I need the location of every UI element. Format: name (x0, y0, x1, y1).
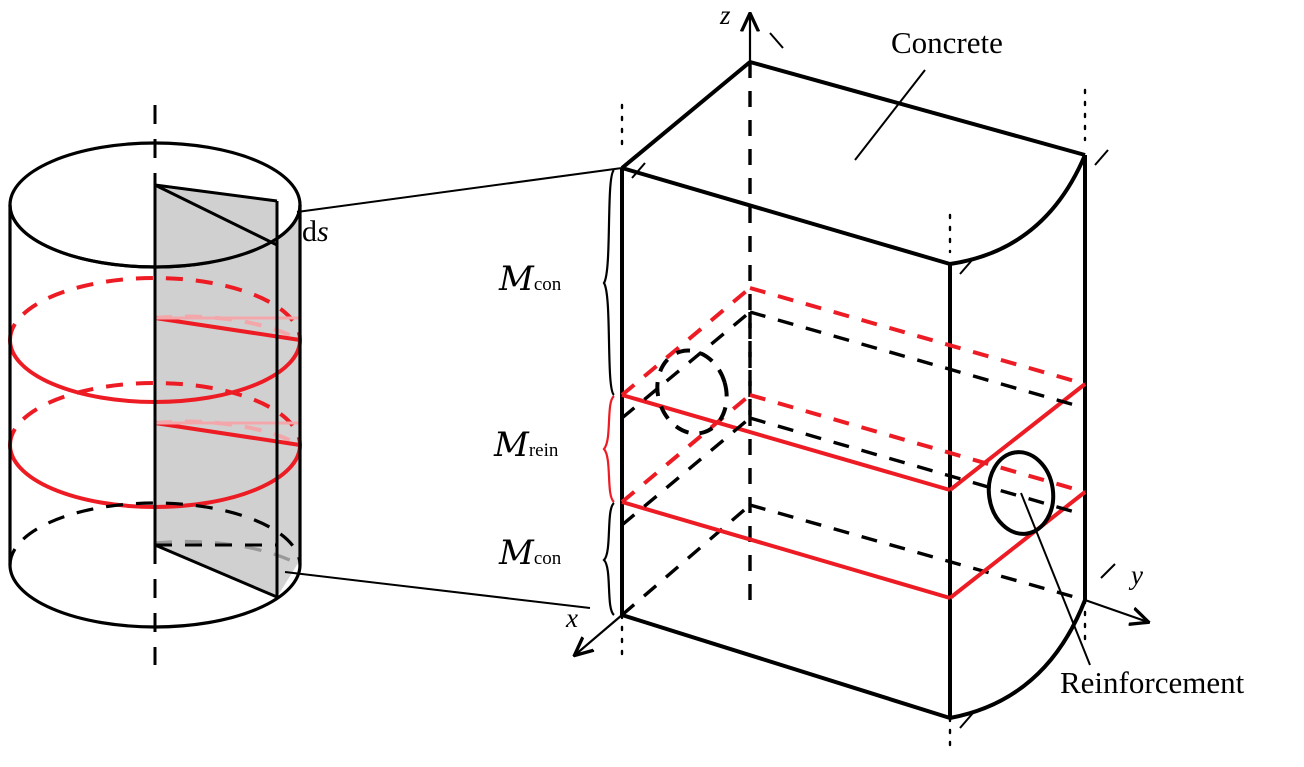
rein-lower-front-edge (621, 500, 951, 600)
rein-upper-right-edge (948, 382, 1087, 492)
cylinder-group (8, 105, 302, 665)
measure-rein-subscript: rein (528, 440, 559, 461)
ds-label-s: s (317, 215, 329, 248)
reinforcement-plane-upper (621, 382, 1087, 492)
reinforcement-bar-hidden-marker (655, 348, 729, 436)
axis-y (1084, 563, 1148, 622)
prism-group (575, 14, 1148, 754)
prism-corner-centerlines (620, 88, 1087, 754)
reinforcement-plane-lower-hidden (620, 393, 1086, 504)
helix-back-faded (154, 314, 301, 447)
measure-con-upper-symbol: M (499, 259, 534, 299)
connector-top (296, 167, 623, 213)
axis-x (575, 614, 623, 655)
rein-upper-front-edge (621, 393, 951, 492)
brace-con-upper (602, 169, 615, 396)
brace-rein (602, 395, 615, 503)
measure-con-lower-subscript: con (533, 548, 562, 569)
prism-hidden-bottom-edges (620, 503, 1086, 617)
axis-z-label: z (720, 0, 731, 30)
measure-con-lower-label: Mcon (499, 536, 561, 570)
leader-concrete (854, 69, 926, 161)
axis-y-label: y (1131, 560, 1143, 590)
reinforcement-bar-visible-marker (986, 450, 1056, 536)
cylinder-slab-top-edges (154, 183, 278, 247)
reinforcement-label: Reinforcement (1060, 665, 1245, 700)
cylinder-slab-edges (153, 185, 279, 599)
measure-rein-label: Mrein (494, 428, 558, 462)
helix-back-dashed (8, 276, 302, 446)
measure-con-upper-subscript: con (533, 274, 562, 295)
concrete-label: Concrete (891, 25, 1003, 60)
prism-top-face (620, 60, 1087, 266)
connector-bottom (284, 571, 591, 609)
axis-x-label: x (566, 603, 578, 633)
measure-con-lower-symbol: M (499, 533, 534, 573)
measure-con-upper-label: Mcon (499, 262, 561, 296)
leader-reinforcement (1020, 492, 1091, 666)
prism-vertical-edges (620, 155, 1087, 718)
prism-corner-ticks (631, 149, 1109, 729)
cylinder-slab-top-face (155, 185, 277, 268)
measure-rein-symbol: M (494, 425, 529, 465)
ds-label-d: d (302, 215, 317, 248)
cylinder-bottom-back-arc (8, 501, 302, 566)
brace-con-lower (602, 502, 615, 616)
reinforcement-plane-upper-hidden (620, 286, 1086, 397)
callout-connectors (284, 167, 623, 609)
cylinder-bottom-back-arc-faded (154, 539, 301, 567)
cylinder-side-walls (8, 205, 302, 565)
prism-bottom-face (621, 599, 1087, 720)
ds-label: ds (302, 217, 329, 247)
prism-hidden-interior-edges (620, 310, 1086, 527)
reinforcement-plane-lower (621, 490, 1087, 600)
